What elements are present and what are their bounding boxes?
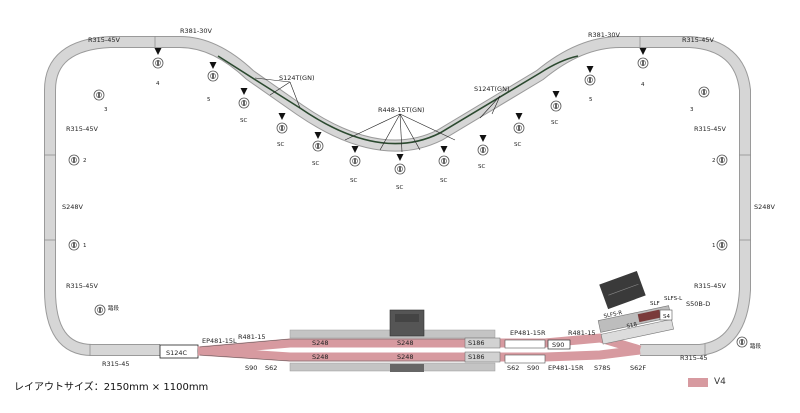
label-r381-left: R381-30V (180, 27, 213, 35)
label-slfs-l: SLFS-L (664, 296, 683, 302)
pier-label-3-left: 3 (104, 107, 108, 113)
label-ep481-15r-bottom: EP481-15R (548, 364, 584, 372)
label-s248-bot-2: S248 (397, 353, 414, 361)
pier-label-sc: SC (478, 164, 485, 170)
pier-label-sc: SC (514, 142, 521, 148)
pier-label-sc: SC (350, 178, 357, 184)
legend-swatch-v4 (688, 377, 708, 387)
label-s90-top: S90 (552, 341, 564, 349)
label-r481-15-right: R481-15 (568, 329, 596, 337)
label-ep481-15l: EP481-15L (202, 337, 237, 345)
label-s4: S4 (663, 314, 670, 320)
track-labels: R381-30V R381-30V R315-45V R315-45V R315… (62, 27, 776, 372)
label-s124t-left: S124T(GN) (279, 74, 314, 82)
station-area (159, 270, 674, 372)
label-s248v-left: S248V (62, 203, 84, 211)
label-s62f: S62F (630, 364, 646, 372)
label-r381-right: R381-30V (588, 31, 621, 39)
label-s186-bot: S186 (468, 353, 485, 361)
label-r315-mid-left: R315-45V (66, 125, 99, 133)
label-r315-low-right: R315-45V (694, 282, 727, 290)
label-r481-15-left: R481-15 (238, 333, 266, 341)
label-s90-left: S90 (245, 364, 257, 372)
label-r315-mid-right: R315-45V (694, 125, 727, 133)
label-r315-bottom-right: R315-45 (680, 354, 708, 362)
label-s248-top-1: S248 (312, 339, 329, 347)
pier-label-2-left: 2 (83, 158, 87, 164)
pier-label-sc: SC (240, 118, 247, 124)
pier-label-1-right: 1 (712, 243, 716, 249)
label-s124c: S124C (166, 349, 188, 357)
pier-label-5-right: 5 (589, 97, 593, 103)
pier-label-4-right: 4 (641, 82, 645, 88)
pier-label-1-left: 1 (83, 243, 87, 249)
label-ep481-15r: EP481-15R (510, 329, 546, 337)
label-s186-top: S186 (468, 339, 485, 347)
label-kiryu-right: 踏段 (750, 342, 762, 350)
label-s78s: S78S (594, 364, 611, 372)
pier-label-sc: SC (440, 178, 447, 184)
label-kiryu-left: 踏段 (108, 304, 120, 312)
label-r448: R448-15T(GN) (378, 106, 424, 114)
label-s62-right: S62 (507, 364, 519, 372)
pier-label-sc: SC (312, 161, 319, 167)
label-r315-top-left: R315-45V (88, 36, 121, 44)
pier-label-sc: SC (277, 142, 284, 148)
legend: V4 (688, 377, 726, 387)
label-s248-bot-1: S248 (312, 353, 329, 361)
pier-label-sc: SC (396, 185, 403, 191)
label-s50b-d: S50B-D (686, 300, 710, 308)
label-r315-top-right: R315-45V (682, 36, 715, 44)
label-slf: SLF (650, 301, 660, 307)
label-r315-low-left: R315-45V (66, 282, 99, 290)
pier-label-sc: SC (551, 120, 558, 126)
label-pointers (254, 77, 501, 153)
pier-label-4-left: 4 (156, 81, 160, 87)
pier-icon (68, 57, 748, 348)
label-slfs-r: SLFS-R (603, 310, 623, 320)
legend-label-v4: V4 (714, 377, 726, 387)
label-s90-right: S90 (527, 364, 539, 372)
pier-label-3-right: 3 (690, 107, 694, 113)
elevated-loop-track (44, 36, 751, 356)
label-s248v-right: S248V (754, 203, 776, 211)
label-s248-top-2: S248 (397, 339, 414, 347)
pier-label-5-left: 5 (207, 97, 211, 103)
label-s18: S18 (626, 322, 638, 330)
pier-markers (68, 48, 748, 348)
label-r315-bottom-left: R315-45 (102, 360, 130, 368)
label-s62-left: S62 (265, 364, 277, 372)
pier-label-2-right: 2 (712, 158, 716, 164)
layout-size-caption: レイアウトサイズ：2150mm × 1100mm (14, 382, 209, 393)
label-s124t-right: S124T(GN) (474, 85, 509, 93)
